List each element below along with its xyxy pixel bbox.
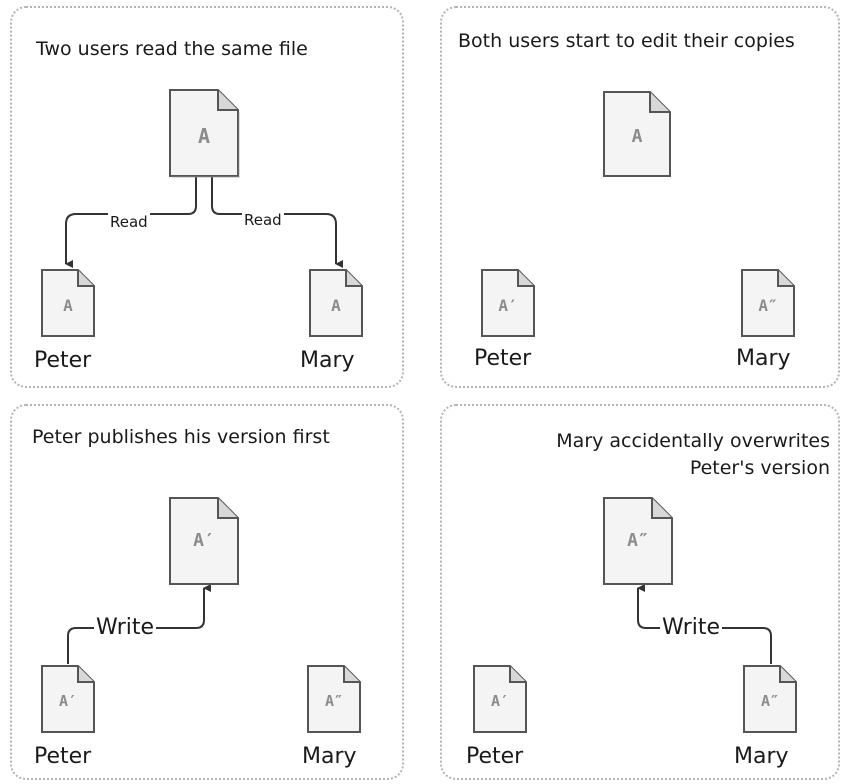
peter-doc-label: A′: [490, 692, 510, 710]
peter-doc-label: A: [63, 296, 73, 315]
panel-overwrite: [440, 404, 840, 780]
panel-edit-title: Both users start to edit their copies: [458, 30, 795, 52]
write-label: Write: [94, 615, 157, 640]
server-doc-label: A″: [627, 530, 649, 551]
panel-overwrite-title-line2: Peter's version: [689, 457, 830, 479]
peter-name: Peter: [34, 348, 92, 373]
document-icon: A′: [168, 496, 240, 586]
peter-name: Peter: [466, 744, 524, 769]
panel-overwrite-title-line1: Mary accidentally overwrites: [556, 430, 830, 452]
server-doc-label: A: [197, 124, 211, 148]
peter-doc-label: A′: [498, 296, 518, 315]
mary-doc-label: A″: [758, 296, 778, 315]
mary-doc-label: A: [331, 296, 341, 315]
read-label-right: Read: [242, 211, 284, 229]
document-icon: A: [168, 88, 240, 178]
panel-read-title: Two users read the same file: [36, 38, 308, 60]
mary-name: Mary: [302, 744, 357, 769]
panel-read: [10, 6, 404, 388]
document-icon: A: [602, 90, 672, 178]
panel-publish: [10, 404, 404, 780]
panel-publish-title: Peter publishes his version first: [32, 426, 330, 448]
document-icon: A″: [742, 664, 798, 734]
document-icon: A: [40, 268, 96, 338]
mary-doc-label: A″: [760, 692, 780, 710]
peter-doc-label: A′: [58, 692, 78, 710]
document-icon: A″: [602, 496, 674, 586]
document-icon: A′: [480, 268, 536, 338]
document-icon: A′: [40, 664, 96, 734]
document-icon: A″: [306, 664, 362, 734]
server-doc-label: A: [631, 126, 643, 147]
document-icon: A′: [472, 664, 528, 734]
read-label-left: Read: [108, 213, 150, 231]
peter-name: Peter: [474, 346, 532, 371]
write-label: Write: [660, 615, 723, 640]
mary-name: Mary: [734, 744, 789, 769]
document-icon: A: [308, 268, 364, 338]
mary-doc-label: A″: [324, 692, 344, 710]
mary-name: Mary: [736, 346, 791, 371]
document-icon: A″: [740, 268, 796, 338]
server-doc-label: A′: [193, 530, 215, 551]
mary-name: Mary: [300, 348, 355, 373]
panel-overwrite-title: Mary accidentally overwrites Peter's ver…: [556, 428, 830, 482]
panel-edit: [440, 6, 840, 388]
peter-name: Peter: [34, 744, 92, 769]
